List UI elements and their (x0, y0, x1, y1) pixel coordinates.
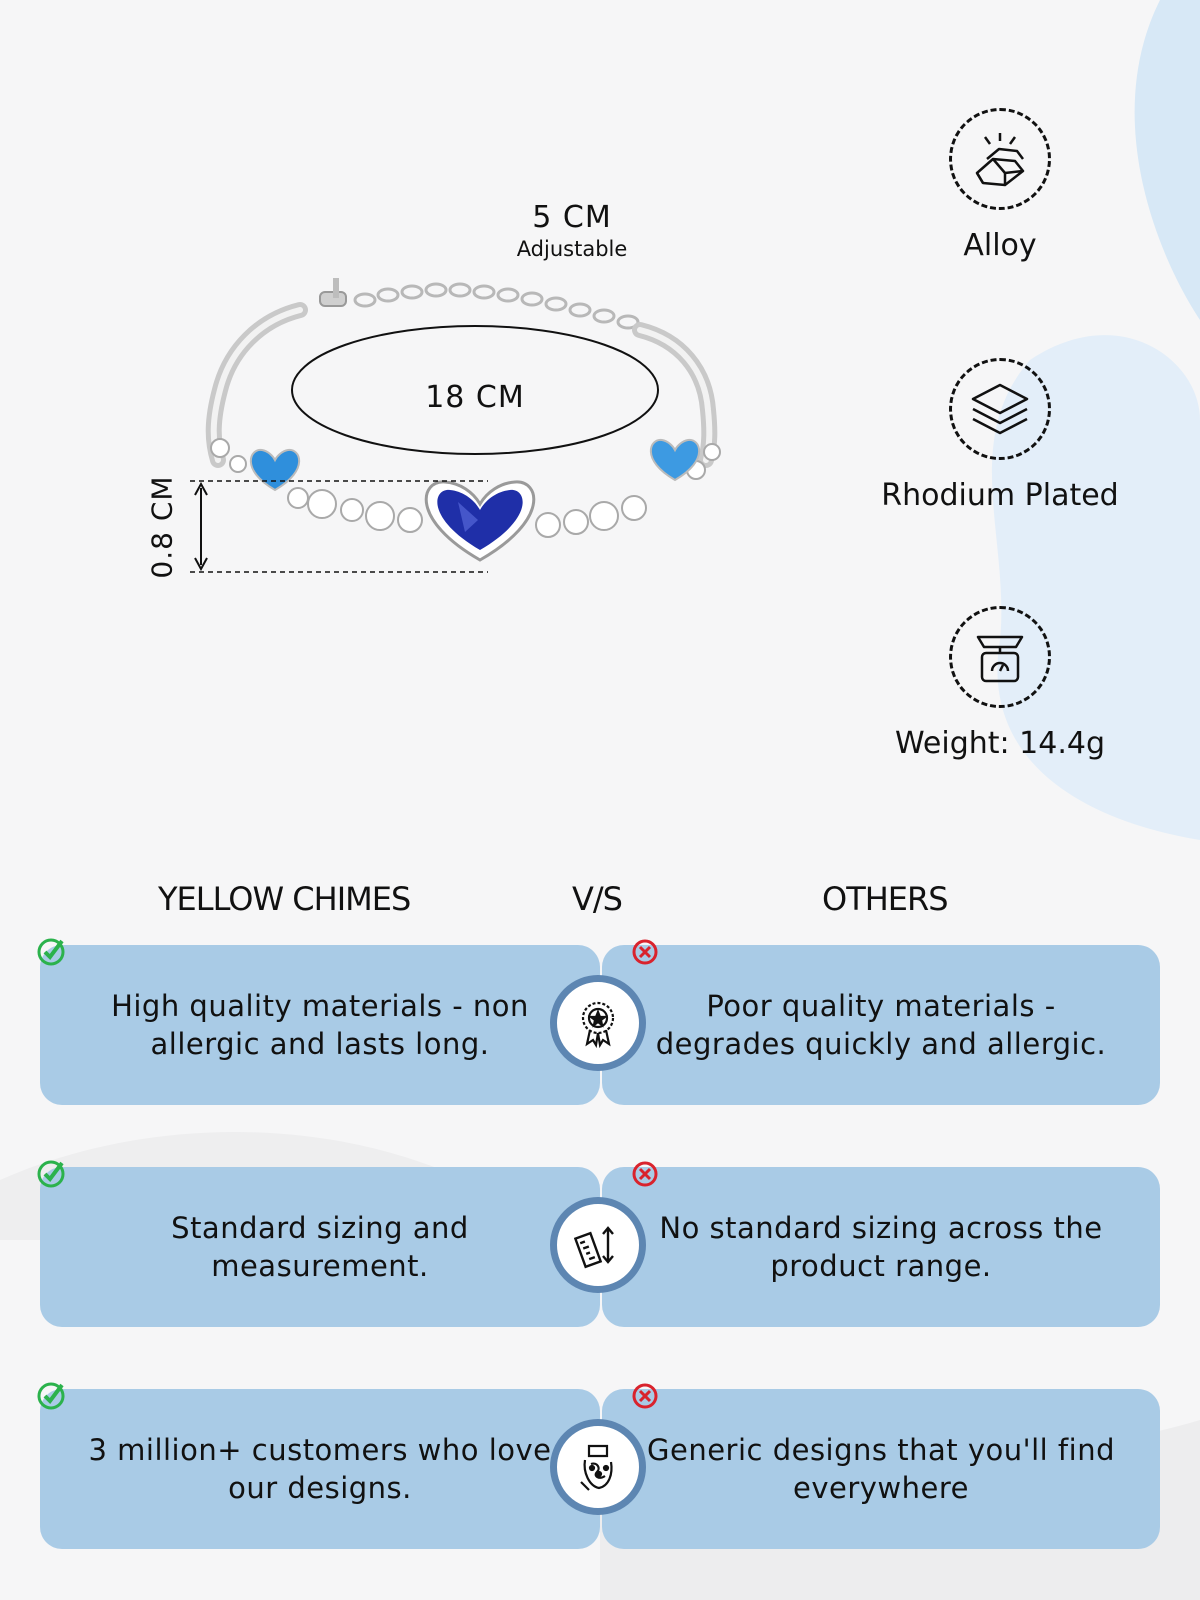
feature-label: Alloy (963, 228, 1037, 263)
comparison-row: High quality materials - non allergic an… (37, 938, 1160, 1105)
ours-card: Standard sizing and measurement. (40, 1167, 600, 1327)
feature-label: Weight: 14.4g (895, 726, 1105, 761)
crystal-row (210, 438, 721, 538)
feature-rhodium: Rhodium Plated (860, 358, 1140, 513)
others-heading: OTHERS (822, 880, 949, 918)
inner-length: 18 CM (425, 380, 525, 415)
check-icon (37, 1160, 65, 1188)
cross-icon (632, 939, 658, 965)
quality-badge-icon (550, 975, 646, 1071)
brand-heading: YELLOW CHIMES (158, 880, 411, 918)
ruler-measure-icon (550, 1197, 646, 1293)
extender-chain (353, 282, 640, 330)
theirs-card: Generic designs that you'll find everywh… (602, 1389, 1160, 1549)
vs-heading: V/S (572, 880, 623, 918)
check-icon (37, 1382, 65, 1410)
height-label: 0.8 CM (145, 475, 179, 579)
gold-bars-icon (949, 108, 1051, 210)
chain-length: 5 CM (532, 200, 612, 235)
layers-icon (949, 358, 1051, 460)
comparison-row: 3 million+ customers who love our design… (37, 1382, 1160, 1549)
ours-card: 3 million+ customers who love our design… (40, 1389, 600, 1549)
chain-note: Adjustable (516, 237, 628, 261)
check-icon (37, 938, 65, 966)
theirs-card: No standard sizing across the product ra… (602, 1167, 1160, 1327)
feature-alloy: Alloy (860, 108, 1140, 263)
comparison-row: Standard sizing and measurement. No stan… (37, 1160, 1160, 1327)
cross-icon (632, 1383, 658, 1409)
chain-length-label: 5 CM Adjustable (472, 200, 672, 261)
ours-card: High quality materials - non allergic an… (40, 945, 600, 1105)
bracelet-illustration (190, 278, 721, 573)
theirs-card: Poor quality materials - degrades quickl… (602, 945, 1160, 1105)
cross-icon (632, 1161, 658, 1187)
feature-weight: Weight: 14.4g (860, 606, 1140, 761)
hand-jewelry-icon (550, 1419, 646, 1515)
weighing-scale-icon (949, 606, 1051, 708)
feature-label: Rhodium Plated (881, 478, 1119, 513)
